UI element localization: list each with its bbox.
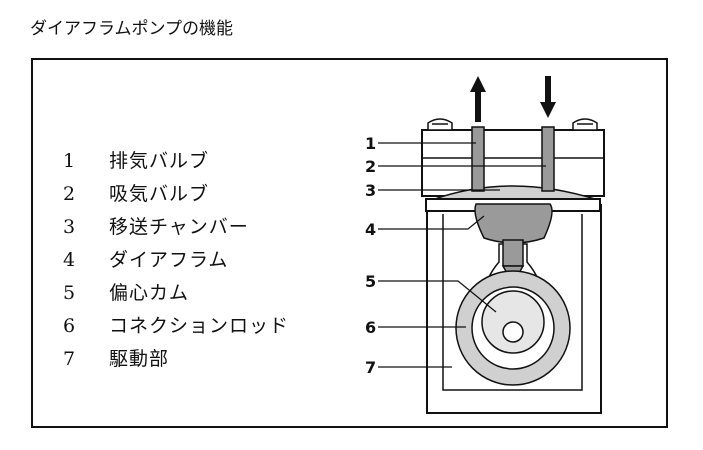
legend-number: 1 [63, 150, 76, 172]
leader-line [378, 280, 497, 313]
callout-label: 5 [365, 272, 376, 291]
callout-label: 4 [365, 220, 376, 239]
legend-item-diaphragm: 4 ダイアフラム [63, 244, 289, 277]
diaphragm [474, 203, 553, 244]
arrow-down-icon [540, 76, 556, 118]
callout-label: 3 [365, 181, 376, 200]
legend-item-intake-valve: 2 吸気バルブ [63, 178, 289, 211]
intake-valve [541, 126, 555, 192]
arrow-up-icon [470, 76, 486, 122]
legend-number: 5 [63, 282, 76, 304]
callout-label: 2 [365, 157, 376, 176]
legend-item-exhaust-valve: 1 排気バルブ [63, 145, 289, 178]
pump-housing-inner [442, 214, 583, 391]
bolt-left-icon [427, 118, 453, 131]
legend-label: 偏心カム [109, 282, 190, 304]
legend-label: ダイアフラム [109, 249, 229, 271]
cylinder-head [421, 129, 605, 197]
legend-number: 3 [63, 216, 76, 238]
callout-label: 6 [365, 318, 376, 337]
bolt-right-icon [572, 118, 598, 131]
page-title: ダイアフラムポンプの機能 [30, 19, 233, 39]
callout-label: 1 [365, 134, 376, 153]
legend-label: 駆動部 [109, 348, 170, 370]
legend-label: 排気バルブ [109, 150, 210, 172]
legend-label: 移送チャンバー [109, 216, 249, 238]
legend-number: 7 [63, 348, 76, 370]
rod-neck [502, 239, 524, 267]
callout-label: 7 [365, 358, 376, 377]
legend-number: 6 [63, 315, 76, 337]
leader-line [378, 215, 485, 230]
legend-number: 4 [63, 249, 76, 271]
drive-shaft [502, 321, 524, 343]
legend-item-transfer-chamber: 3 移送チャンバー [63, 211, 289, 244]
legend: 1 排気バルブ 2 吸気バルブ 3 移送チャンバー 4 ダイアフラム 5 偏心カム 6 コネ… [63, 145, 289, 376]
legend-item-drive: 7 駆動部 [63, 343, 289, 376]
legend-label: 吸気バルブ [109, 183, 210, 205]
legend-label: コネクションロッド [109, 315, 290, 337]
legend-item-connecting-rod: 6 コネクションロッド [63, 310, 289, 343]
exhaust-valve [471, 126, 485, 192]
legend-item-eccentric-cam: 5 偏心カム [63, 277, 289, 310]
diagram-frame [31, 58, 668, 428]
legend-number: 2 [63, 183, 76, 205]
